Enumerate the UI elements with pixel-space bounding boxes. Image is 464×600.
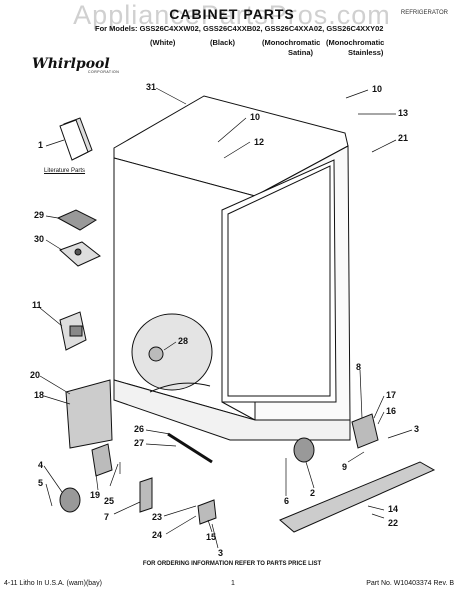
callout-5: 5 — [38, 478, 44, 488]
callout-19: 19 — [90, 490, 101, 500]
callout-13: 13 — [398, 108, 409, 118]
variant-white: (White) — [150, 38, 176, 47]
callout-1: 1 — [38, 140, 44, 150]
literature-parts-label: Literature Parts — [44, 168, 86, 174]
cabinet-opening — [221, 159, 337, 403]
ordering-info: FOR ORDERING INFORMATION REFER TO PARTS … — [142, 561, 322, 567]
callout-16: 16 — [386, 406, 397, 416]
callout-3: 3 — [414, 424, 420, 434]
callout-28: 28 — [178, 336, 189, 346]
callout-10: 10 — [372, 84, 383, 94]
callout-9: 9 — [342, 462, 348, 472]
part-4-wheel — [59, 487, 81, 513]
callout-18: 18 — [34, 390, 45, 400]
callout-3-b: 3 — [218, 548, 224, 558]
part-15-clip — [197, 499, 217, 525]
page-subtitle: REFRIGERATOR — [400, 10, 448, 16]
part-19-bracket — [91, 443, 113, 477]
part-28-grommet — [148, 346, 164, 362]
litho-info: 4-11 Litho In U.S.A. (wam)(bay) — [4, 580, 102, 587]
callout-10-b: 10 — [250, 112, 261, 122]
part-27-rail — [167, 432, 213, 464]
callout-12: 12 — [254, 137, 265, 147]
callout-8: 8 — [356, 362, 362, 372]
callout-25: 25 — [104, 496, 115, 506]
variant-satina-suffix: Satina) — [288, 48, 314, 57]
part-11-assembly — [59, 311, 87, 351]
callout-15: 15 — [206, 532, 217, 542]
callout-29: 29 — [34, 210, 45, 220]
callout-4: 4 — [38, 460, 44, 470]
callout-23: 23 — [152, 512, 163, 522]
part-20-panel — [65, 379, 113, 449]
cabinet-bottom — [113, 379, 351, 441]
logo-text: Whirlpool — [32, 56, 110, 72]
variant-black: (Black) — [210, 38, 236, 47]
callout-17: 17 — [386, 390, 397, 400]
callout-11: 11 — [32, 300, 42, 310]
watermark: AppliancePartsPros.com — [73, 0, 391, 30]
part-7-hinge — [139, 477, 153, 513]
part-number: Part No. W10403374 Rev. B — [366, 580, 454, 587]
callout-26: 26 — [134, 424, 145, 434]
literature-booklet — [59, 117, 93, 161]
part-8-bracket — [351, 413, 379, 449]
variant-stainless-suffix: Stainless) — [348, 48, 384, 57]
callout-31: 31 — [146, 82, 157, 92]
callout-20: 20 — [30, 370, 41, 380]
callout-27: 27 — [134, 438, 145, 448]
models-list: For Models: GSS26C4XXW02, GSS26C4XXB02, … — [95, 24, 384, 33]
callout-21: 21 — [398, 133, 409, 143]
callout-2: 2 — [310, 488, 316, 498]
callout-6: 6 — [284, 496, 290, 506]
callout-7: 7 — [104, 512, 110, 522]
part-22-grille — [279, 461, 436, 533]
part-2-wheel — [293, 437, 315, 463]
page-title: CABINET PARTS — [169, 6, 295, 22]
variant-mono-satina: (Monochromatic — [262, 38, 321, 47]
callout-30: 30 — [34, 234, 45, 244]
brand-logo: Whirlpool CORPORATION — [32, 56, 119, 74]
callout-24: 24 — [152, 530, 163, 540]
page-number: 1 — [231, 580, 235, 587]
callout-22: 22 — [388, 518, 399, 528]
logo-sub: CORPORATION — [88, 70, 120, 74]
callout-14: 14 — [388, 504, 399, 514]
cabinet-cutout — [131, 313, 213, 391]
part-30-board — [59, 241, 101, 267]
part-29-pad — [56, 209, 98, 231]
variant-mono-stainless: (Monochromatic — [326, 38, 385, 47]
